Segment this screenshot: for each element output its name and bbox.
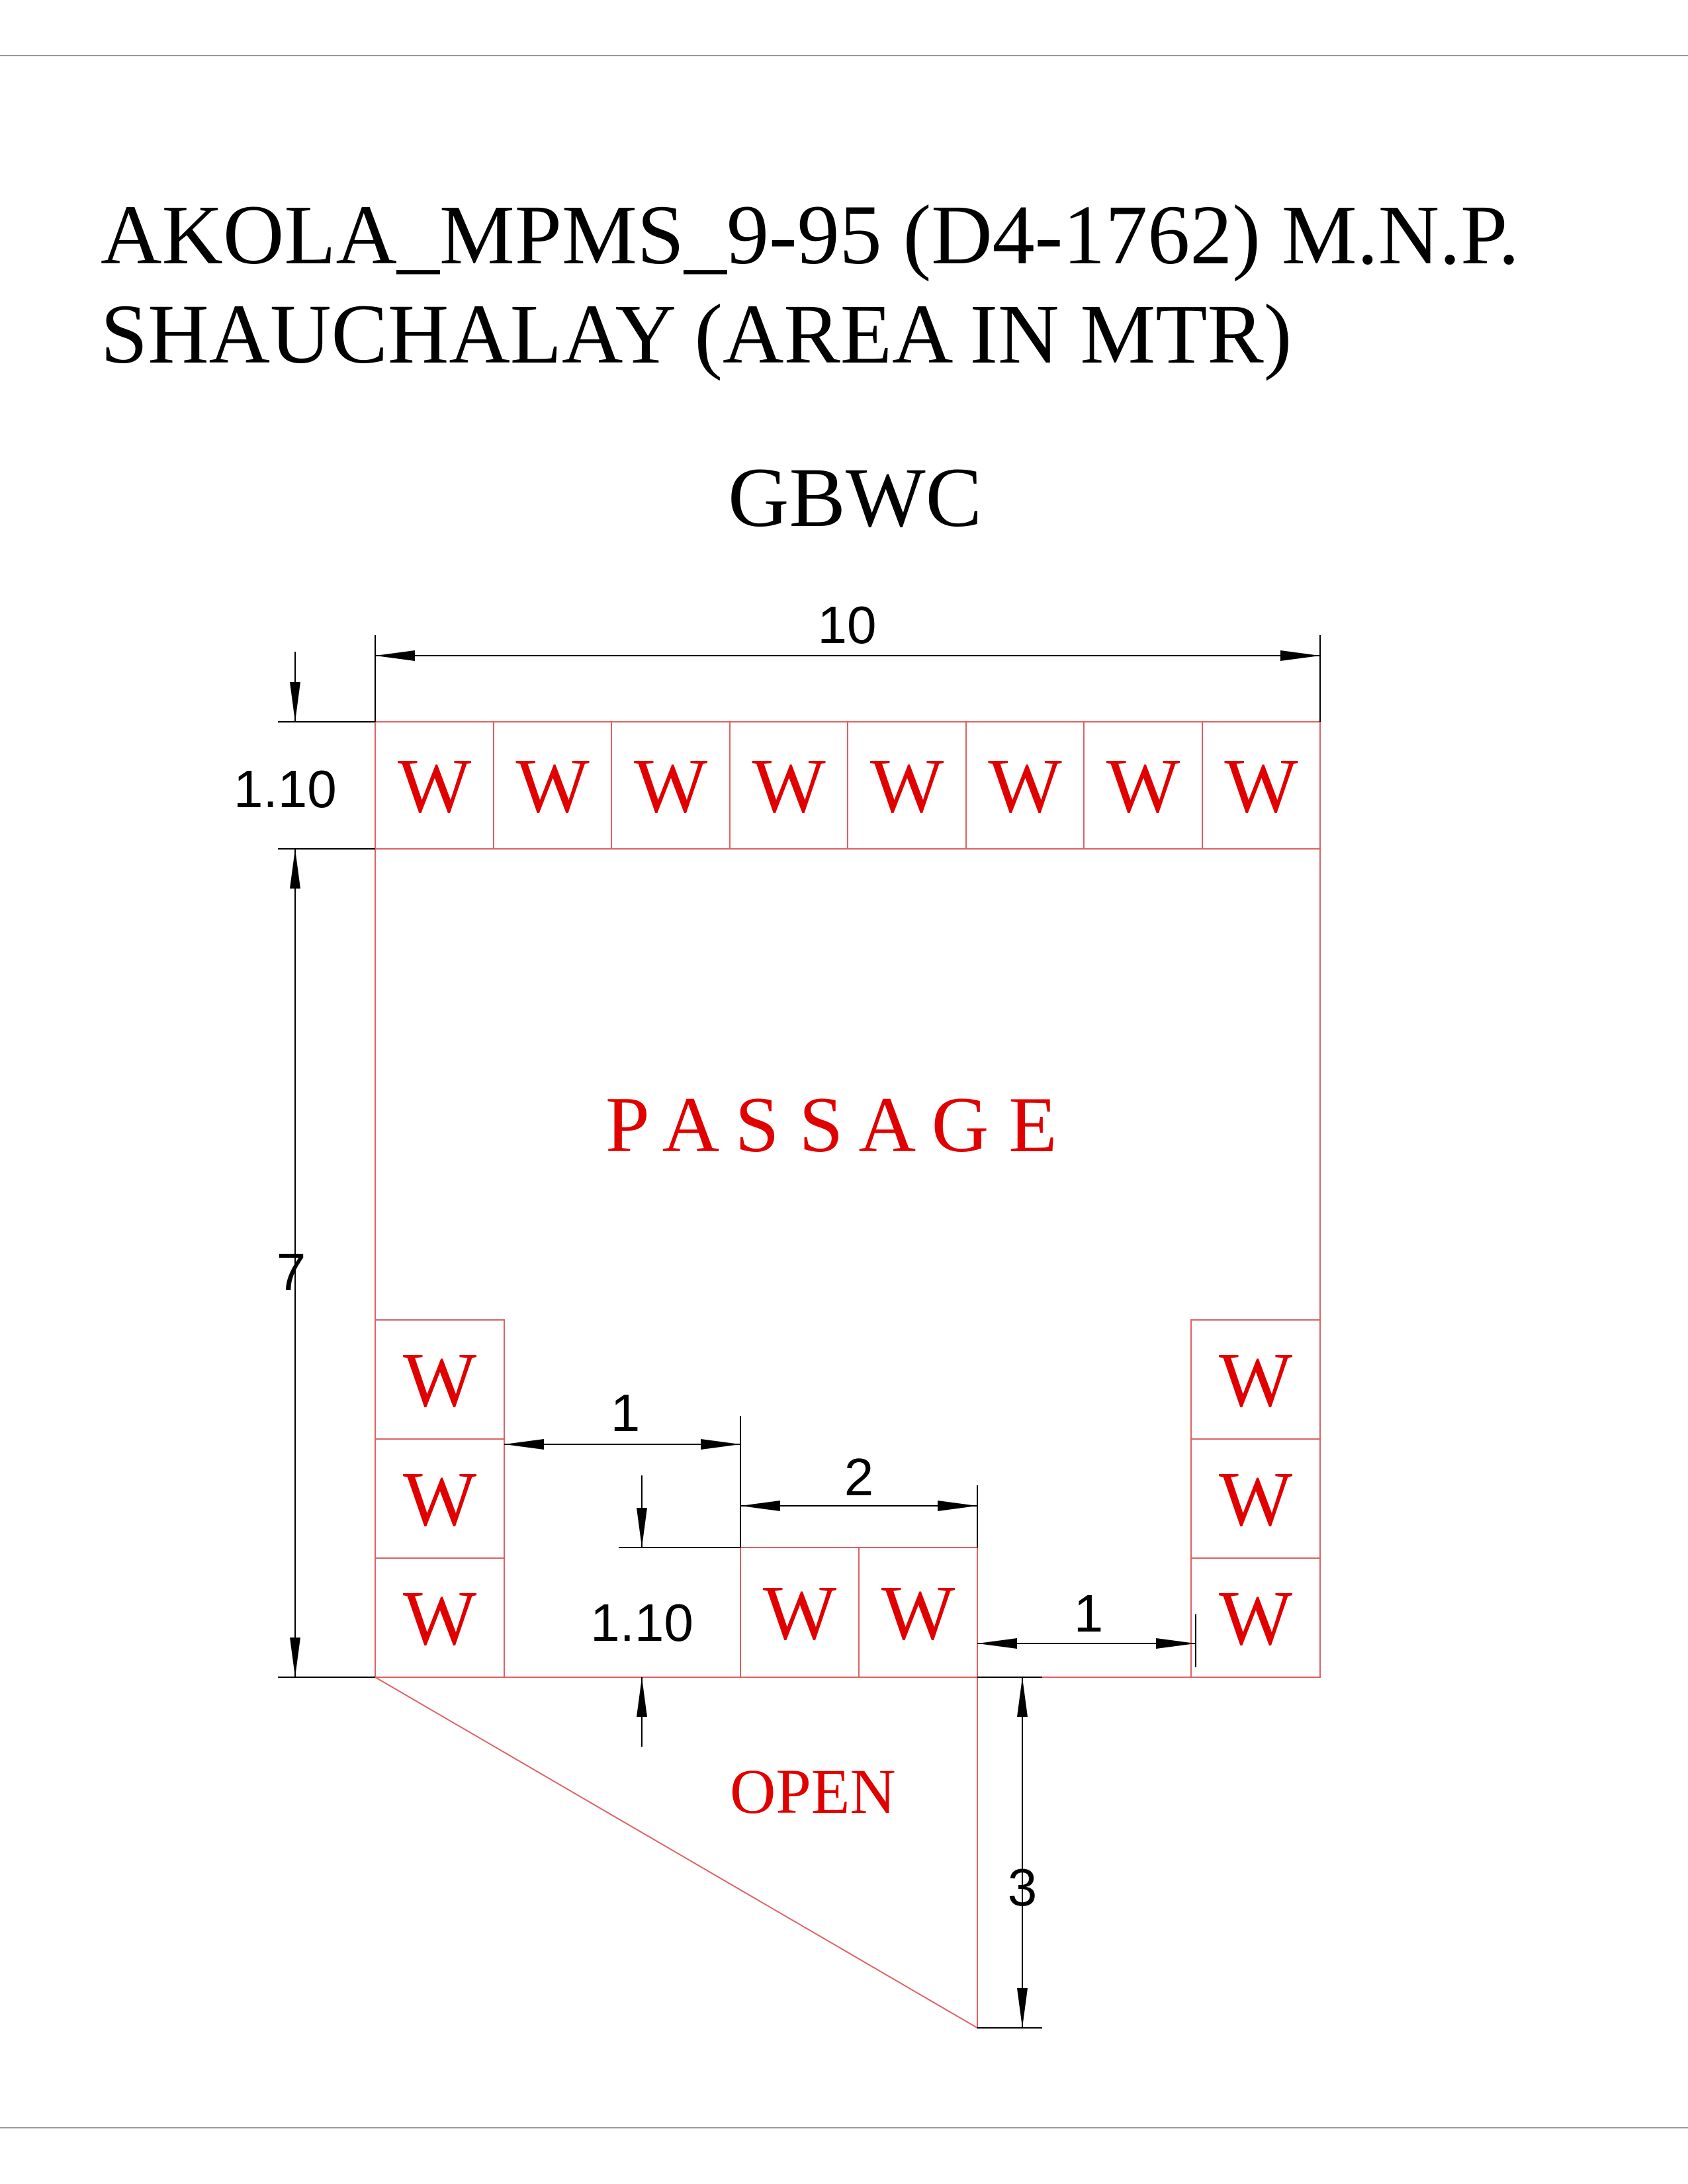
- top-cell-7-label: W: [1106, 742, 1180, 829]
- dim-center-height-label: 1.10: [590, 1593, 693, 1652]
- top-cell-8-label: W: [1224, 742, 1298, 829]
- dim-row-height-label: 1.10: [234, 760, 337, 818]
- dimension-labels: 10 1.10 7 1 2 1.10 1 3: [234, 595, 1103, 1917]
- top-cell-4-label: W: [752, 742, 826, 829]
- dim-top-width-label: 10: [818, 595, 877, 654]
- title-line-2: SHAUCHALAY (AREA IN MTR): [101, 287, 1292, 381]
- top-cell-8-box: [1202, 721, 1321, 850]
- outer-wall: [375, 721, 1321, 1678]
- left-cell-2-label: W: [403, 1456, 477, 1542]
- center-cell-1-label: W: [763, 1569, 837, 1656]
- top-cell-3-label: W: [634, 742, 708, 829]
- dim-center-width-label: 2: [844, 1448, 874, 1507]
- passage-label: P A S S A G E: [605, 1080, 1057, 1168]
- dim-open-depth-label: 3: [1008, 1858, 1038, 1917]
- top-cell-2-label: W: [515, 742, 590, 829]
- right-cell-1-label: W: [1219, 1336, 1293, 1423]
- dim-gap-right-label: 1: [1074, 1584, 1104, 1643]
- right-cell-3-box: [1190, 1557, 1321, 1678]
- subtitle: GBWC: [728, 451, 982, 545]
- center-cell-2-label: W: [881, 1569, 955, 1656]
- title-line-1: AKOLA_MPMS_9-95 (D4-1762) M.N.P.: [101, 188, 1519, 282]
- open-label: OPEN: [730, 1756, 896, 1827]
- right-cell-3-label: W: [1219, 1575, 1293, 1661]
- dim-gap-left-label: 1: [611, 1383, 641, 1442]
- left-cell-1-label: W: [403, 1336, 477, 1423]
- plan-outline: [375, 721, 1321, 2029]
- top-cell-6-label: W: [988, 742, 1062, 829]
- open-area-outline: [375, 1677, 978, 2029]
- dim-left-height-label: 7: [277, 1243, 306, 1301]
- top-cell-5-label: W: [870, 742, 944, 829]
- left-cell-3-label: W: [403, 1575, 477, 1661]
- left-cell-3-box: [375, 1557, 505, 1678]
- dimension-lines: [278, 635, 1321, 2029]
- top-cell-1-label: W: [398, 742, 472, 829]
- right-cell-2-label: W: [1219, 1456, 1293, 1542]
- center-cell-2-box: [858, 1547, 978, 1678]
